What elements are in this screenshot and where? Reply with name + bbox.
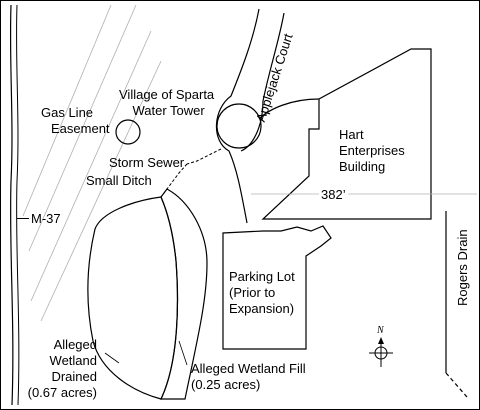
- m37-road-edge-left: [9, 4, 14, 406]
- wetland-drained-outline: [87, 196, 179, 400]
- wetland-fill-outline: [160, 188, 208, 400]
- storm-sewer-label: Storm Sewer: [109, 155, 185, 170]
- hart-building-label: Hart Enterprises Building: [339, 127, 405, 174]
- hart-building-outline: [261, 48, 432, 220]
- north-label: N: [377, 325, 384, 336]
- parking-lot-label: Parking Lot (Prior to Expansion): [229, 269, 295, 316]
- water-tower-symbol: [115, 119, 141, 145]
- applejack-court-road: [215, 8, 285, 224]
- gas-easement-line-1: [22, 4, 112, 217]
- wetland-drained-label: Alleged Wetland Drained (0.67 acres): [27, 337, 97, 400]
- applejack-cul-de-sac: [216, 103, 262, 149]
- small-ditch-label: Small Ditch: [86, 173, 152, 188]
- north-arrow-head: [378, 337, 384, 344]
- m37-road-edge-right: [16, 4, 20, 406]
- gas-line-label: Gas Line Easement: [41, 105, 110, 136]
- storm-sewer-line: [186, 148, 222, 165]
- wetland-fill-label: Alleged Wetland Fill (0.25 acres): [191, 361, 306, 392]
- applejack-cul-de-sac-exit: [258, 98, 320, 120]
- dimension-label: 382’: [319, 187, 348, 203]
- parking-lot-outline: [222, 225, 332, 350]
- gas-easement-line-2: [28, 4, 137, 252]
- rogers-drain-dashed: [445, 372, 468, 398]
- gas-easement-line-3: [30, 30, 152, 302]
- fill-leader: [178, 340, 188, 366]
- m37-label: M-37: [31, 211, 61, 226]
- water-tower-label: Village of Sparta Water Tower: [119, 87, 215, 118]
- rogers-drain-label: Rogers Drain: [455, 229, 470, 306]
- gas-easement-line-4: [40, 60, 162, 322]
- drained-leader: [104, 352, 120, 364]
- m37-tick: [17, 218, 29, 219]
